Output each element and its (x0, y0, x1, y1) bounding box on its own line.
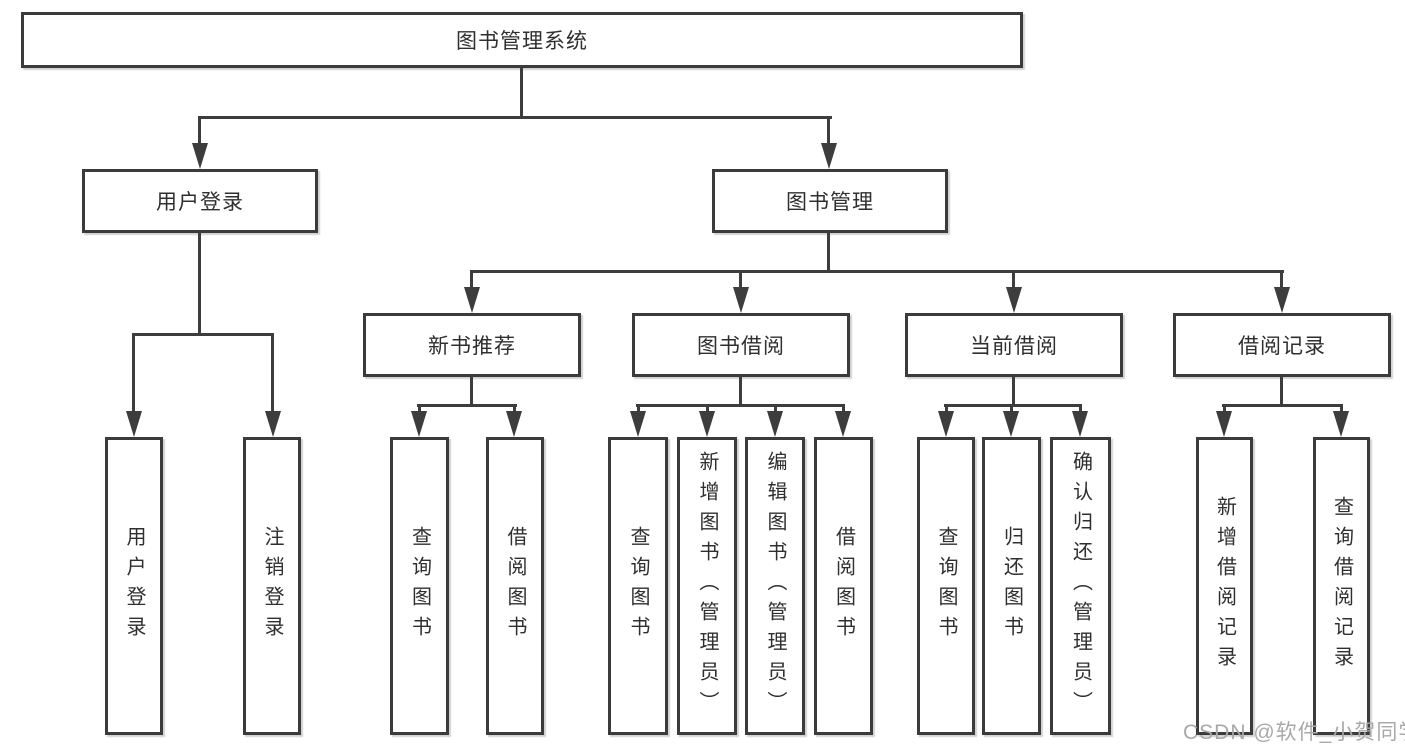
leaf-label: 注销登录 (261, 526, 283, 646)
leaf-edit-book-admin: 编辑图书（管理员） (745, 437, 805, 735)
connector-root-stem (520, 68, 523, 117)
connector-sec3-c2 (1010, 404, 1013, 412)
connector-sec3-c3 (1079, 404, 1082, 412)
arrow-down-icon (1072, 411, 1088, 437)
connector-stem-borrow-record-section (1280, 270, 1283, 288)
leaf-label: 编辑图书（管理员） (764, 451, 786, 721)
connector-sec4-c2 (1340, 404, 1343, 412)
arrow-down-icon (821, 143, 837, 169)
node-label: 图书管理系统 (456, 30, 588, 53)
connector-sec1-stem (470, 376, 473, 406)
connector-sec1-line (417, 404, 517, 407)
csdn-watermark: CSDN @软件_小贺同学 (1183, 721, 1405, 744)
leaf-borrow-books-1: 借阅图书 (486, 437, 544, 735)
connector-sec2-line (636, 404, 845, 407)
arrow-down-icon (1006, 287, 1022, 313)
arrow-down-icon (464, 287, 480, 313)
node-current-borrow: 当前借阅 (905, 313, 1123, 377)
arrow-down-icon (506, 411, 522, 437)
leaf-query-borrow-record: 查询借阅记录 (1313, 437, 1370, 735)
node-label: 新书推荐 (428, 335, 516, 358)
connector-sec4-c1 (1223, 404, 1226, 412)
leaf-label: 查询图书 (408, 526, 431, 646)
arrow-down-icon (411, 411, 427, 437)
connector-sec2-c2 (706, 404, 709, 412)
arrow-down-icon (265, 411, 281, 437)
connector-sec2-c4 (842, 404, 845, 412)
arrow-down-icon (733, 287, 749, 313)
leaf-label: 确认归还（管理员） (1069, 451, 1092, 721)
connector-sec1-c1 (418, 404, 421, 412)
connector-sec4-line (1222, 404, 1343, 407)
leaf-label: 新增图书（管理员） (696, 451, 718, 721)
leaf-query-books-3: 查询图书 (917, 437, 975, 735)
leaf-add-book-admin: 新增图书（管理员） (677, 437, 737, 735)
node-book-management-branch: 图书管理 (712, 169, 948, 233)
connector-sec2-stem (739, 376, 742, 406)
connector-stem-logout-leaf (271, 333, 274, 411)
leaf-label: 查询图书 (627, 526, 649, 646)
arrow-down-icon (630, 411, 646, 437)
leaf-return-book: 归还图书 (982, 437, 1041, 735)
node-label: 当前借阅 (970, 335, 1058, 358)
node-user-login-branch: 用户登录 (82, 169, 318, 233)
node-label: 借阅记录 (1238, 335, 1326, 358)
connector-sec4-stem (1280, 376, 1283, 406)
leaf-label: 借阅图书 (504, 526, 526, 646)
arrow-down-icon (767, 411, 783, 437)
arrow-down-icon (1274, 287, 1290, 313)
connector-sec3-line (944, 404, 1082, 407)
arrow-down-icon (1333, 411, 1349, 437)
connector-sec2-c3 (774, 404, 777, 412)
connector-stem-new-book-section (470, 270, 473, 288)
node-borrow-records: 借阅记录 (1173, 313, 1391, 377)
node-book-borrow: 图书借阅 (632, 313, 850, 377)
connector-stem-user-login (198, 116, 201, 144)
node-label: 用户登录 (156, 191, 244, 214)
leaf-label: 新增借阅记录 (1213, 496, 1236, 676)
connector-sec3-c1 (945, 404, 948, 412)
leaf-label: 借阅图书 (832, 526, 855, 646)
connector-book-branch-line (470, 270, 1284, 273)
node-root-book-management-system: 图书管理系统 (21, 12, 1023, 68)
connector-stem-book-management (827, 116, 830, 144)
leaf-borrow-books-2: 借阅图书 (814, 437, 873, 735)
leaf-logout: 注销登录 (243, 437, 301, 735)
leaf-label: 查询图书 (935, 526, 957, 646)
leaf-query-books-2: 查询图书 (608, 437, 668, 735)
connector-user-branch-line (132, 333, 274, 336)
leaf-confirm-return-admin: 确认归还（管理员） (1050, 437, 1111, 735)
arrow-down-icon (1003, 411, 1019, 437)
leaf-label: 用户登录 (123, 526, 145, 646)
connector-sec2-c1 (637, 404, 640, 412)
arrow-down-icon (1216, 411, 1232, 437)
node-label: 图书管理 (786, 191, 874, 214)
connector-root-branch-line (198, 116, 832, 119)
connector-sec3-stem (1012, 376, 1015, 406)
leaf-user-login: 用户登录 (105, 437, 163, 735)
arrow-down-icon (126, 411, 142, 437)
arrow-down-icon (699, 411, 715, 437)
connector-stem-current-borrow-section (1012, 270, 1015, 288)
connector-stem-user-login-leaf (132, 333, 135, 411)
leaf-add-borrow-record: 新增借阅记录 (1196, 437, 1253, 735)
leaf-label: 归还图书 (1000, 526, 1023, 646)
arrow-down-icon (192, 143, 208, 169)
connector-user-branch-stem (198, 232, 201, 334)
arrow-down-icon (938, 411, 954, 437)
leaf-label: 查询借阅记录 (1330, 496, 1353, 676)
node-label: 图书借阅 (697, 335, 785, 358)
leaf-query-books-1: 查询图书 (390, 437, 449, 735)
connector-book-branch-stem (827, 232, 830, 271)
node-new-book-recommend: 新书推荐 (363, 313, 581, 377)
connector-sec1-c2 (513, 404, 516, 412)
connector-stem-book-borrow-section (739, 270, 742, 288)
arrow-down-icon (835, 411, 851, 437)
